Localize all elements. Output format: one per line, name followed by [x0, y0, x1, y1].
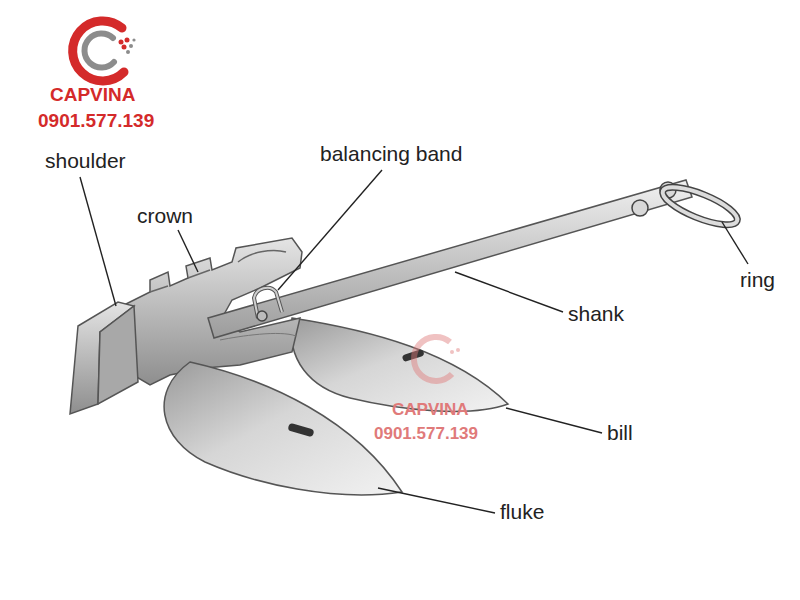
logo-mark — [73, 21, 136, 81]
ring-shape — [658, 180, 741, 232]
logo-dot — [119, 40, 124, 45]
ring-shape — [658, 180, 741, 232]
logo-text: 0901.577.139 — [38, 110, 154, 133]
logo-text: CAPVINA — [50, 84, 136, 107]
logo-dot — [132, 38, 135, 41]
watermark-text: 0901.577.139 — [374, 424, 478, 444]
part-label: crown — [137, 203, 193, 228]
watermark-dot — [456, 348, 460, 352]
crown-edge — [238, 250, 286, 262]
watermark-text: CAPVINA — [392, 400, 469, 420]
logo-arc — [84, 34, 114, 68]
logo-dot — [125, 38, 130, 43]
leader-line — [506, 408, 602, 433]
crown-edge — [220, 333, 296, 340]
leader-line — [278, 170, 382, 290]
fluke-shape — [164, 362, 402, 495]
leader-line — [455, 272, 563, 312]
shank-bar — [208, 180, 692, 338]
leader-lines — [80, 170, 748, 513]
watermark-mark — [414, 337, 460, 381]
crown-edge — [150, 270, 210, 292]
part-label: bill — [607, 420, 633, 445]
ring-eye — [632, 200, 648, 216]
leader-line — [178, 230, 198, 272]
leader-line — [80, 177, 116, 306]
fluke-shape — [291, 318, 508, 411]
logo-dot — [126, 50, 130, 54]
fluke-slot — [287, 423, 314, 438]
leader-line — [722, 222, 748, 264]
part-label: fluke — [500, 499, 544, 524]
logo-dot — [122, 45, 127, 50]
part-label: ring — [740, 267, 775, 292]
watermark-dot — [450, 350, 454, 354]
logo-arc — [73, 21, 124, 81]
part-label: shoulder — [45, 148, 126, 173]
watermark-arc — [414, 337, 452, 381]
part-label: balancing band — [320, 141, 462, 166]
shoulder-plate — [98, 306, 138, 404]
band-bolt — [257, 311, 267, 321]
part-label: shank — [568, 301, 624, 326]
leader-line — [378, 488, 495, 513]
logo-dot — [129, 44, 133, 48]
